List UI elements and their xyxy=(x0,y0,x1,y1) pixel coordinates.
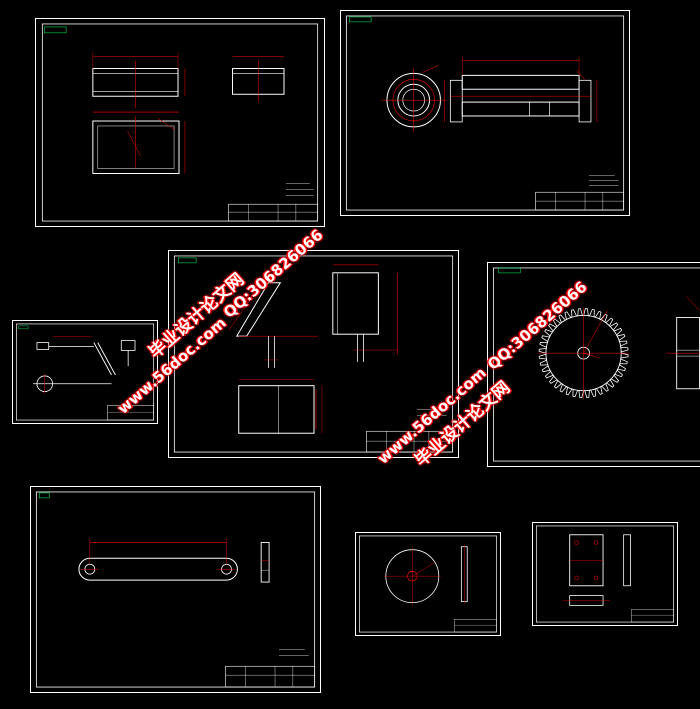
sheet-3-drawing xyxy=(173,255,454,453)
sheet-1-drawing xyxy=(41,23,319,222)
drawing-sheet-3 xyxy=(168,250,459,458)
sheet-2-drawing xyxy=(345,15,625,211)
drawing-sheet-2 xyxy=(340,10,630,216)
sheet-8-drawing xyxy=(536,525,674,623)
drawing-sheet-4 xyxy=(12,320,158,424)
drawing-sheet-8 xyxy=(532,522,678,626)
drawing-sheet-6 xyxy=(30,486,321,693)
sheet-5-drawing xyxy=(493,267,700,462)
drawing-sheet-7 xyxy=(355,532,501,636)
sheet-4-drawing xyxy=(16,323,154,421)
drawing-sheet-1 xyxy=(35,18,325,227)
sheet-6-drawing xyxy=(35,491,316,688)
sheet-7-drawing xyxy=(359,535,497,633)
drawing-sheet-5 xyxy=(487,262,700,467)
